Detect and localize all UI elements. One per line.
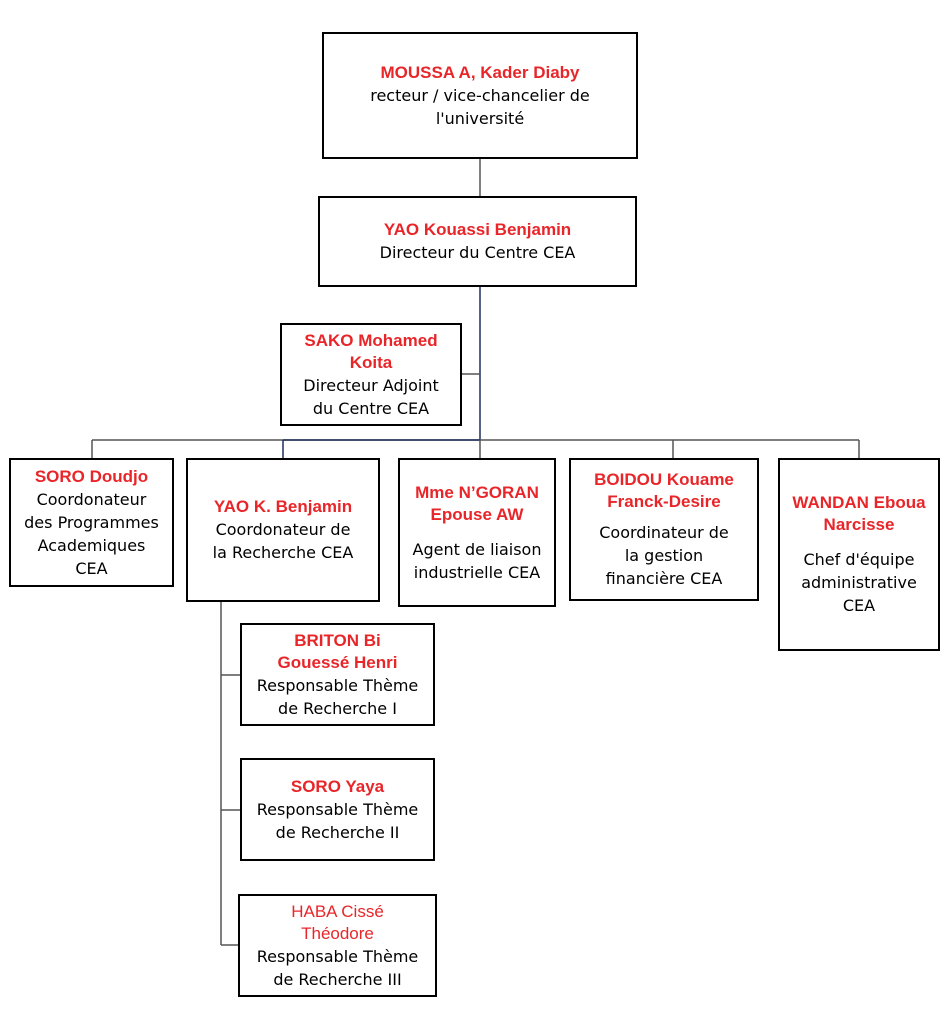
- node-boidou-role-line-1: Coordinateur de: [599, 523, 729, 542]
- node-boidou-name-line-1: BOIDOU Kouame: [594, 470, 734, 489]
- node-ngoran-role-line-2: industrielle CEA: [413, 562, 541, 582]
- node-rector-role-line-1: recteur / vice-chancelier de: [370, 85, 590, 105]
- node-deputy-role-line-1: Directeur Adjoint: [303, 375, 439, 395]
- node-deputy-name-line-2: Koita: [349, 352, 393, 372]
- node-yao-k-role-line-2: la Recherche CEA: [212, 543, 354, 562]
- node-soro-yaya-role: Responsable Thème de Recherche II: [257, 798, 419, 844]
- node-director-role: Directeur du Centre CEA: [379, 243, 576, 262]
- node-rector-role-line-2: l'université: [435, 108, 525, 128]
- node-soro-doudjo-role-line-4: CEA: [75, 558, 108, 578]
- node-deputy-name: SAKO Mohamed Koita: [304, 330, 437, 374]
- node-deputy: SAKO Mohamed Koita Directeur Adjoint du …: [280, 323, 462, 426]
- node-haba-role-line-2: de Recherche III: [273, 969, 402, 989]
- node-briton: BRITON Bi Gouessé Henri Responsable Thèm…: [240, 623, 435, 726]
- node-yao-k-role: Coordonateur de la Recherche CEA: [213, 518, 354, 564]
- node-wandan-name-line-1: WANDAN Eboua: [792, 493, 926, 512]
- node-briton-name-line-1: BRITON Bi: [294, 630, 381, 650]
- node-wandan-name-line-2: Narcisse: [823, 515, 895, 534]
- node-soro-doudjo-name: SORO Doudjo: [34, 466, 149, 486]
- node-soro-yaya-role-line-2: de Recherche II: [275, 822, 400, 842]
- node-deputy-name-line-1: SAKO Mohamed: [304, 330, 438, 350]
- node-boidou-role-line-3: financière CEA: [605, 569, 723, 588]
- node-director: YAO Kouassi Benjamin Directeur du Centre…: [318, 196, 637, 287]
- node-wandan-name: WANDAN Eboua Narcisse: [792, 492, 925, 536]
- node-yao-k-role-line-1: Coordonateur de: [215, 520, 351, 539]
- node-soro-doudjo-role-line-3: Academiques: [37, 535, 146, 555]
- node-wandan-role: Chef d'équipe administrative CEA: [801, 548, 917, 617]
- node-yao-k: YAO K. Benjamin Coordonateur de la Reche…: [186, 458, 380, 602]
- node-boidou-name: BOIDOU Kouame Franck-Desire: [594, 469, 734, 513]
- node-haba-name-line-1: HABA Cissé: [291, 901, 384, 921]
- node-haba-name-line-2: Théodore: [301, 923, 374, 943]
- node-boidou-name-line-2: Franck-Desire: [607, 492, 721, 511]
- node-boidou-role-line-2: la gestion: [624, 546, 704, 565]
- node-soro-doudjo-role-line-1: Coordonateur: [36, 489, 147, 509]
- node-rector: MOUSSA A, Kader Diaby recteur / vice-cha…: [322, 32, 638, 159]
- node-haba-role-line-1: Responsable Thème: [256, 946, 419, 966]
- node-wandan-role-line-2: administrative: [801, 573, 917, 592]
- node-ngoran-role-line-1: Agent de liaison: [412, 539, 542, 559]
- node-ngoran: Mme N’GORAN Epouse AW Agent de liaison i…: [398, 458, 556, 607]
- node-briton-name-line-2: Gouessé Henri: [277, 652, 398, 672]
- node-soro-yaya: SORO Yaya Responsable Thème de Recherche…: [240, 758, 435, 861]
- node-briton-name: BRITON Bi Gouessé Henri: [278, 630, 398, 674]
- node-soro-yaya-name: SORO Yaya: [290, 776, 385, 796]
- node-wandan: WANDAN Eboua Narcisse Chef d'équipe admi…: [778, 458, 940, 651]
- node-wandan-role-line-1: Chef d'équipe: [803, 550, 915, 569]
- node-haba-name: HABA Cissé Théodore: [291, 901, 384, 945]
- node-boidou: BOIDOU Kouame Franck-Desire Coordinateur…: [569, 458, 759, 601]
- node-director-name: YAO Kouassi Benjamin: [383, 220, 572, 239]
- node-boidou-role: Coordinateur de la gestion financière CE…: [599, 521, 729, 590]
- node-soro-doudjo-role: Coordonateur des Programmes Academiques …: [24, 488, 159, 580]
- node-deputy-role-line-2: du Centre CEA: [312, 398, 430, 418]
- node-briton-role-line-1: Responsable Thème: [256, 675, 419, 695]
- node-soro-doudjo-role-line-2: des Programmes: [24, 512, 159, 532]
- node-rector-name: MOUSSA A, Kader Diaby: [380, 62, 580, 82]
- node-wandan-role-line-3: CEA: [842, 596, 876, 615]
- node-ngoran-name: Mme N’GORAN Epouse AW: [415, 482, 539, 526]
- node-haba-role: Responsable Thème de Recherche III: [257, 945, 419, 991]
- node-ngoran-role: Agent de liaison industrielle CEA: [413, 538, 542, 584]
- node-ngoran-name-line-1: Mme N’GORAN: [415, 482, 539, 502]
- node-soro-yaya-role-line-1: Responsable Thème: [256, 799, 419, 819]
- node-briton-role: Responsable Thème de Recherche I: [257, 674, 419, 720]
- node-haba: HABA Cissé Théodore Responsable Thème de…: [238, 894, 437, 997]
- node-deputy-role: Directeur Adjoint du Centre CEA: [303, 374, 438, 420]
- node-rector-role: recteur / vice-chancelier de l'universit…: [370, 84, 590, 130]
- node-ngoran-name-line-2: Epouse AW: [430, 504, 524, 524]
- node-soro-doudjo: SORO Doudjo Coordonateur des Programmes …: [9, 458, 174, 587]
- node-yao-k-name: YAO K. Benjamin: [213, 497, 353, 516]
- node-briton-role-line-2: de Recherche I: [278, 698, 397, 718]
